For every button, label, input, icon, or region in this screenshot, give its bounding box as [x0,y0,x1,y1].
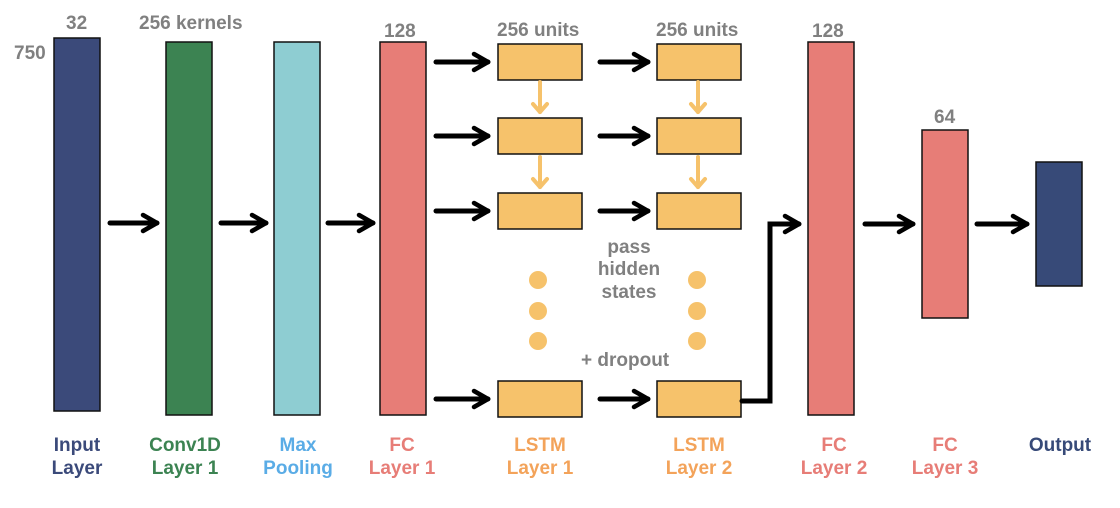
lstm2-units-label: 256 units [656,20,739,41]
arrow-lstm2-to-fc2 [739,213,802,404]
ellipsis-dot [529,302,547,320]
dropout-note: + dropout [581,350,670,371]
lstm1-cell [497,380,583,418]
input-layer-block [53,37,101,412]
ellipsis-dot [688,302,706,320]
conv-kernels-label: 256 kernels [139,13,243,34]
fc3-size-label: 64 [934,107,956,128]
input-width-label: 32 [66,13,88,34]
conv1d-layer-block [165,41,213,416]
lstm2-cell [656,380,742,418]
lstm2-cell [656,192,742,230]
max-pooling-block [273,41,321,416]
ellipsis-dot [529,332,547,350]
ellipsis-dot [688,332,706,350]
lstm1-units-label: 256 units [497,20,580,41]
fc1-size-label: 128 [384,21,416,42]
fc-layer-1-block [379,41,427,416]
input-height-label: 750 [14,43,46,64]
ellipsis-dot [688,271,706,289]
lstm1-cell [497,117,583,155]
lstm1-cell [497,43,583,81]
fc2-size-label: 128 [812,21,844,42]
fc-layer-3-block [921,129,969,319]
fc-layer-2-block [807,41,855,416]
output-layer-label: Output [1028,435,1092,456]
lstm2-cell [656,43,742,81]
ellipsis-dot [529,271,547,289]
output-layer-block [1035,161,1083,287]
lstm1-cell [497,192,583,230]
pass-hidden-states-note: pass hidden states [597,237,661,303]
lstm2-cell [656,117,742,155]
